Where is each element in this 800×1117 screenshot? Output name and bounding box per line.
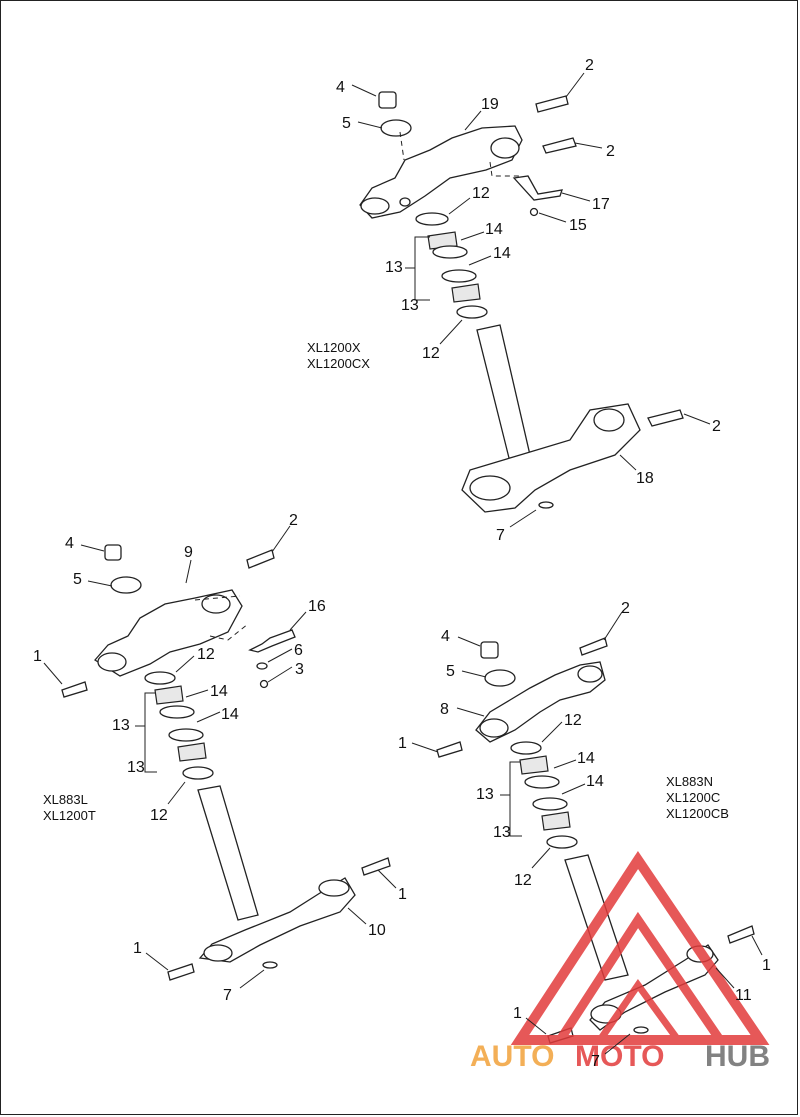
callout-b-14-a: 14: [210, 683, 228, 700]
callout-b-12-bottom: 12: [150, 807, 168, 824]
callout-a-15: 15: [569, 217, 587, 234]
callout-b-9: 9: [184, 544, 193, 561]
caption-b-2: XL1200T: [43, 808, 96, 823]
watermark-hub: HUB: [705, 1040, 770, 1073]
callout-a-18: 18: [636, 470, 654, 487]
callout-a-12-bottom: 12: [422, 345, 440, 362]
callout-a-2-top: 2: [585, 57, 594, 74]
callout-b-6: 6: [294, 642, 303, 659]
callout-b-3: 3: [295, 661, 304, 678]
callout-b-10: 10: [368, 922, 386, 939]
assembly-xl883l: [61, 544, 391, 981]
callout-a-13-a: 13: [385, 259, 403, 276]
callout-c-5: 5: [446, 663, 455, 680]
callout-c-7: 7: [591, 1053, 600, 1070]
caption-c-1: XL883N: [666, 774, 713, 789]
callout-b-5: 5: [73, 571, 82, 588]
caption-b-1: XL883L: [43, 792, 88, 807]
callout-b-1-top: 1: [33, 648, 42, 665]
callout-c-2: 2: [621, 600, 630, 617]
callout-c-14-a: 14: [577, 750, 595, 767]
callout-a-14-a: 14: [485, 221, 503, 238]
callout-b-1-bottom: 1: [133, 940, 142, 957]
callout-a-19: 19: [481, 96, 499, 113]
watermark-moto: MOTO: [575, 1040, 664, 1073]
assembly-xl1200x: [359, 91, 684, 513]
callout-a-12-top: 12: [472, 185, 490, 202]
callout-a-14-b: 14: [493, 245, 511, 262]
callout-c-1-right: 1: [762, 957, 771, 974]
callout-c-13-a: 13: [476, 786, 494, 803]
callout-a-2-mid: 2: [606, 143, 615, 160]
callout-a-13-b: 13: [401, 297, 419, 314]
callout-a-5: 5: [342, 115, 351, 132]
callout-b-1-right: 1: [398, 886, 407, 903]
callout-a-2-lower: 2: [712, 418, 721, 435]
callout-c-1-bottom: 1: [513, 1005, 522, 1022]
caption-a-2: XL1200CX: [307, 356, 370, 371]
callout-c-13-b: 13: [493, 824, 511, 841]
callout-c-1-top: 1: [398, 735, 407, 752]
callout-c-4: 4: [441, 628, 450, 645]
callout-b-14-b: 14: [221, 706, 239, 723]
callout-b-13-a: 13: [112, 717, 130, 734]
callout-b-12-top: 12: [197, 646, 215, 663]
callout-b-13-b: 13: [127, 759, 145, 776]
watermark-auto: AUTO: [470, 1040, 554, 1073]
caption-c-3: XL1200CB: [666, 806, 729, 821]
callout-a-7: 7: [496, 527, 505, 544]
callouts-b: 2 4 9 5 16 1 12 6 3 14 13 14 13 12 1 10 …: [33, 512, 407, 1004]
callout-c-12-bottom: 12: [514, 872, 532, 889]
callout-b-4: 4: [65, 535, 74, 552]
callout-b-2: 2: [289, 512, 298, 529]
callout-a-17: 17: [592, 196, 610, 213]
watermark-logo: AUTO MOTO HUB: [470, 850, 770, 1073]
callout-c-14-b: 14: [586, 773, 604, 790]
callout-c-8: 8: [440, 701, 449, 718]
caption-a-1: XL1200X: [307, 340, 361, 355]
callout-b-16: 16: [308, 598, 326, 615]
caption-c-2: XL1200C: [666, 790, 720, 805]
callout-c-12-top: 12: [564, 712, 582, 729]
callout-c-11: 11: [735, 987, 752, 1004]
callouts-a: 2 4 5 19 2 12 17 15 14 13 14 13 12 2 18 …: [336, 57, 721, 544]
callout-b-7: 7: [223, 987, 232, 1004]
callout-a-4: 4: [336, 79, 345, 96]
callouts-c: 2 4 5 8 12 1 14 13 14 13 12 1 11 1 7: [398, 600, 771, 1070]
